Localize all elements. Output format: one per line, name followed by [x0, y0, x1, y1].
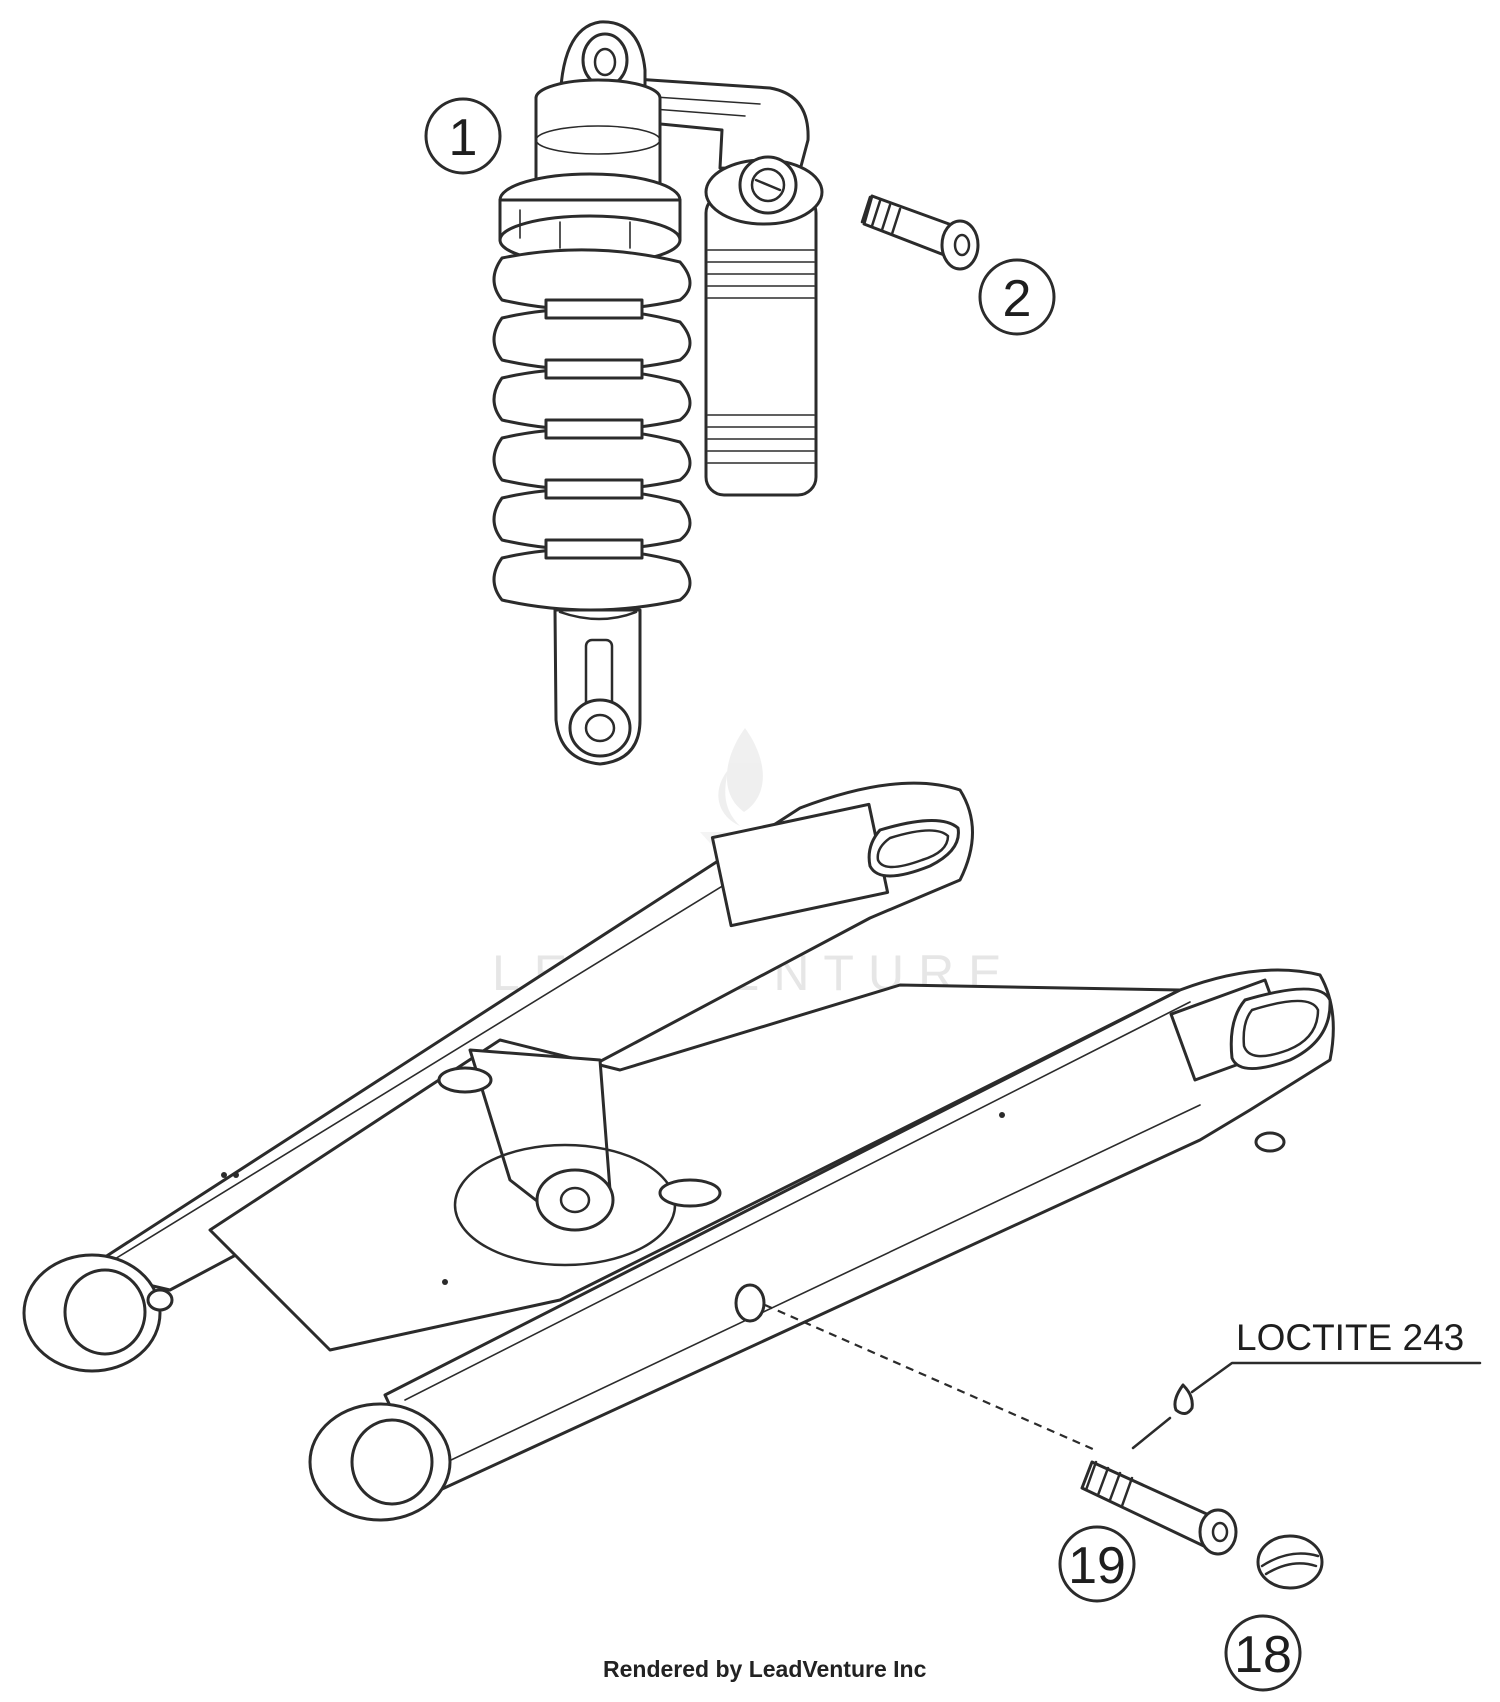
render-credit: Rendered by LeadVenture Inc: [603, 1656, 927, 1682]
upper-mount-screw[interactable]: [860, 194, 980, 271]
callout-18[interactable]: 18: [1224, 1614, 1302, 1692]
callout-19[interactable]: 19: [1058, 1525, 1136, 1603]
loctite-drop-icon: [1173, 1383, 1194, 1415]
reservoir-upper-threads: [707, 249, 815, 299]
shock-absorber[interactable]: [492, 20, 824, 766]
callout-18-label: 18: [1234, 1626, 1292, 1684]
screw-thread-2: [860, 195, 902, 236]
callout-2-label: 2: [1003, 270, 1032, 328]
shock-spring: [492, 248, 692, 612]
note-leader: [1190, 1361, 1482, 1394]
swingarm[interactable]: [22, 781, 1335, 1522]
callout-2[interactable]: 2: [978, 258, 1056, 336]
screw-thread-19: [1084, 1460, 1134, 1508]
callout-1-label: 1: [449, 109, 478, 167]
callout-1[interactable]: 1: [424, 97, 502, 175]
reservoir-lower-threads: [707, 414, 815, 464]
cap[interactable]: [1256, 1534, 1324, 1590]
leader-dashed: [764, 1303, 1096, 1452]
swingarm-screw[interactable]: [1080, 1460, 1238, 1556]
loctite-note: LOCTITE 243: [1236, 1317, 1464, 1358]
loctite-leader: [1131, 1416, 1172, 1450]
callout-19-label: 19: [1068, 1537, 1126, 1595]
